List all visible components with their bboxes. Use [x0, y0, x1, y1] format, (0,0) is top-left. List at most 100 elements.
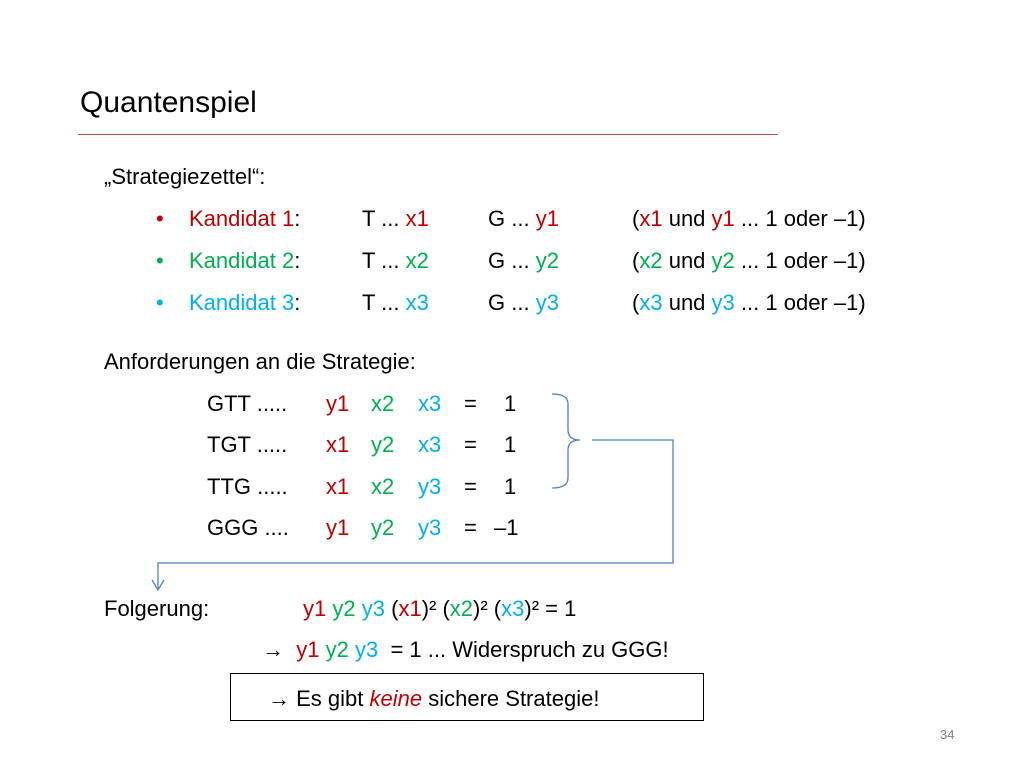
conclusion-line-1: y1 y2 y3 (x1)² (x2)² (x3)² = 1 [303, 596, 576, 622]
req-val: 1 [504, 474, 517, 499]
req-a: y1 [326, 515, 350, 540]
t-var: x2 [405, 248, 429, 273]
range-y: y3 [711, 290, 735, 315]
req-name: TGT ..... [207, 432, 288, 457]
note-after: sichere Strategie! [428, 686, 600, 711]
req-b: x2 [371, 474, 395, 499]
candidate-2-range: (x2 und y2 ... 1 oder –1) [632, 248, 866, 274]
candidate-3-colon: : [294, 290, 301, 315]
range-tail: ... 1 oder –1) [740, 206, 866, 231]
c2-rest: = 1 ... Widerspruch zu GGG! [390, 637, 669, 662]
range-tail: ... 1 oder –1) [740, 290, 866, 315]
candidate-1-label-wrap: Kandidat 1: [189, 206, 300, 232]
c-y2: y2 [332, 596, 356, 621]
candidate-3-label: Kandidat 3 [189, 290, 295, 315]
paren: ( [632, 206, 640, 231]
req-b: y2 [371, 432, 395, 457]
slide-number: 34 [940, 727, 955, 742]
req-b: x2 [371, 391, 395, 416]
range-y: y1 [711, 206, 735, 231]
c-x3: x3 [501, 596, 525, 621]
bullet-2: • [156, 248, 164, 273]
t-var: x1 [405, 206, 429, 231]
c2-y3: y3 [354, 637, 379, 662]
c-c2: )² ( [473, 596, 502, 621]
range-y: y2 [711, 248, 735, 273]
curly-brace [551, 393, 581, 489]
g-var: y2 [535, 248, 559, 273]
c2-y1: y1 [296, 637, 320, 662]
req-eq: = [464, 391, 477, 416]
candidate-3-t: T ... x3 [362, 290, 429, 316]
range-x: x2 [639, 248, 663, 273]
t-label: T ... [362, 206, 400, 231]
und: und [668, 248, 706, 273]
range-x: x1 [639, 206, 663, 231]
bullet-3: • [156, 290, 164, 315]
c-x1: x1 [398, 596, 422, 621]
req-c: y3 [418, 515, 442, 540]
strategy-heading: „Strategiezettel“: [104, 164, 266, 189]
note-emphasis: keine [369, 686, 423, 711]
candidate-2-label-wrap: Kandidat 2: [189, 248, 300, 274]
paren: ( [632, 290, 640, 315]
req-eq: = [464, 474, 477, 499]
req-c: x3 [418, 391, 442, 416]
note-before: Es gibt [296, 686, 364, 711]
slide-title: Quantenspiel [80, 86, 257, 119]
candidate-3-range: (x3 und y3 ... 1 oder –1) [632, 290, 866, 316]
c-y3: y3 [361, 596, 385, 621]
candidate-1-colon: : [294, 206, 301, 231]
right-arrow-icon: → [268, 686, 290, 711]
conclusion-box-text: → Es gibt keine sichere Strategie! [268, 686, 599, 712]
candidate-2-label: Kandidat 2 [189, 248, 295, 273]
req-val: 1 [504, 432, 517, 457]
req-c: x3 [418, 432, 442, 457]
c-y1: y1 [303, 596, 327, 621]
req-eq: = [464, 515, 477, 540]
arrow-head [151, 579, 165, 592]
g-label: G ... [488, 206, 530, 231]
req-a: y1 [326, 391, 350, 416]
req-name: TTG ..... [207, 474, 288, 499]
candidate-1-g: G ... y1 [488, 206, 559, 232]
candidate-1-t: T ... x1 [362, 206, 429, 232]
candidate-2-t: T ... x2 [362, 248, 429, 274]
g-label: G ... [488, 290, 530, 315]
req-a: x1 [326, 474, 350, 499]
conclusion-box [230, 673, 704, 721]
g-var: y3 [535, 290, 559, 315]
candidate-2-g: G ... y2 [488, 248, 559, 274]
g-var: y1 [535, 206, 559, 231]
candidate-3-g: G ... y3 [488, 290, 559, 316]
connector-line [157, 439, 674, 588]
title-divider [78, 134, 778, 135]
t-label: T ... [362, 248, 400, 273]
t-label: T ... [362, 290, 400, 315]
range-tail: ... 1 oder –1) [740, 248, 866, 273]
req-name: GTT ..... [207, 391, 288, 416]
right-arrow-icon: → [262, 637, 284, 662]
conclusion-line-2: → y1 y2 y3 = 1 ... Widerspruch zu GGG! [262, 637, 669, 663]
und: und [668, 290, 706, 315]
c-o1: ( [391, 596, 399, 621]
requirements-heading: Anforderungen an die Strategie: [104, 349, 416, 374]
und: und [668, 206, 706, 231]
req-name: GGG .... [207, 515, 289, 540]
candidate-1-label: Kandidat 1 [189, 206, 295, 231]
c-c1: )² ( [421, 596, 450, 621]
t-var: x3 [405, 290, 429, 315]
c-x2: x2 [449, 596, 474, 621]
req-val: 1 [504, 391, 517, 416]
c-c3: )² = 1 [524, 596, 577, 621]
req-val: –1 [494, 515, 519, 540]
g-label: G ... [488, 248, 530, 273]
req-c: y3 [418, 474, 442, 499]
bullet-1: • [156, 206, 164, 231]
req-eq: = [464, 432, 477, 457]
range-x: x3 [639, 290, 663, 315]
candidate-1-range: (x1 und y1 ... 1 oder –1) [632, 206, 866, 232]
req-b: y2 [371, 515, 395, 540]
c2-y2: y2 [325, 637, 349, 662]
